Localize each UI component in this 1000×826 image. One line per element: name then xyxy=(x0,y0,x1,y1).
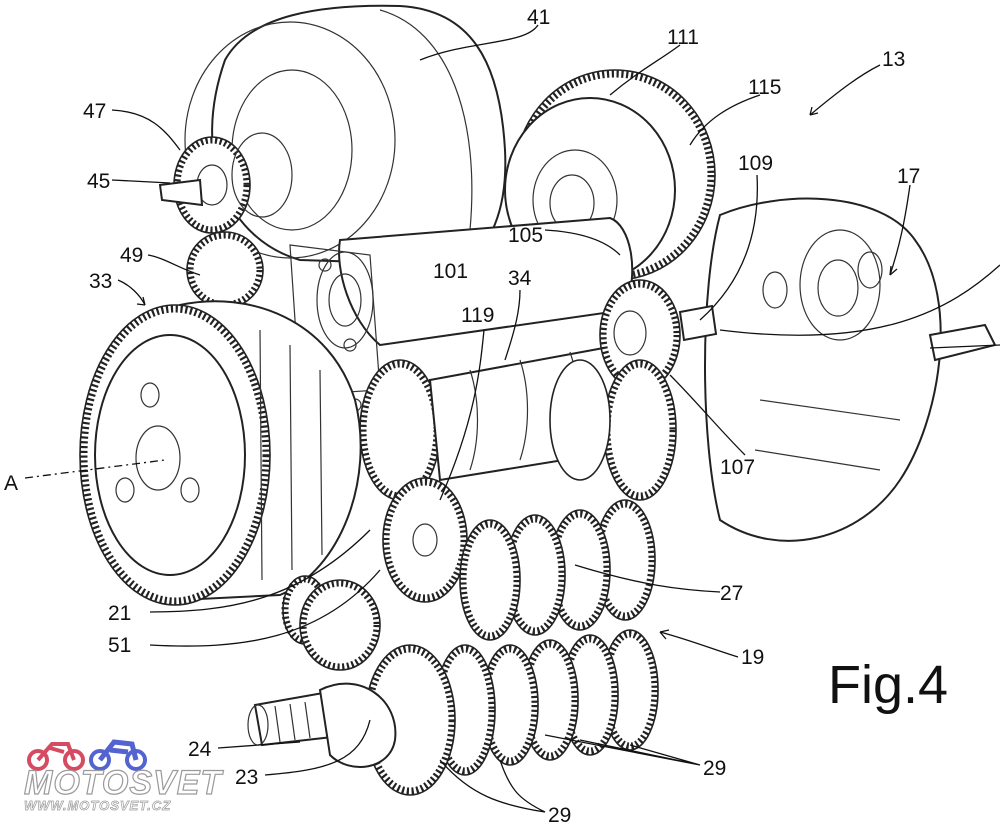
label-119: 119 xyxy=(461,304,494,327)
part-33-clutch xyxy=(79,300,362,645)
label-23: 23 xyxy=(235,766,258,789)
label-24: 24 xyxy=(188,738,212,761)
label-105: 105 xyxy=(508,224,543,247)
label-101: 101 xyxy=(433,260,468,283)
label-29-bottom: 29 xyxy=(548,804,571,826)
label-109: 109 xyxy=(738,152,773,175)
gearbox-shafts xyxy=(299,499,659,796)
leader-lines xyxy=(24,24,1000,813)
label-34: 34 xyxy=(508,267,532,290)
figure-caption: Fig.4 xyxy=(828,655,948,715)
label-49: 49 xyxy=(120,244,143,267)
label-29-right: 29 xyxy=(703,757,726,780)
label-51: 51 xyxy=(108,634,131,657)
part-101-housing xyxy=(289,216,634,412)
label-13: 13 xyxy=(882,48,905,71)
watermark-logo: MOTOSVET WWW.MOTOSVET.CZ xyxy=(18,730,248,820)
part-41-rotor-drum xyxy=(184,4,507,267)
label-47: 47 xyxy=(83,100,106,123)
label-17: 17 xyxy=(897,165,920,188)
part-17-crankshaft xyxy=(704,197,997,542)
label-33: 33 xyxy=(89,270,112,293)
label-41: 41 xyxy=(527,6,550,29)
label-19: 19 xyxy=(741,646,764,669)
label-111: 111 xyxy=(667,26,699,49)
label-115: 115 xyxy=(748,76,781,99)
gear-train xyxy=(359,279,718,603)
motorbike-icon xyxy=(27,739,147,771)
label-45: 45 xyxy=(87,170,110,193)
label-27: 27 xyxy=(720,582,743,605)
part-24-output-shaft xyxy=(247,682,397,768)
label-A: A xyxy=(4,472,18,495)
label-107: 107 xyxy=(720,456,755,479)
part-47-gear xyxy=(158,132,293,309)
label-21: 21 xyxy=(108,602,131,625)
watermark-url: WWW.MOTOSVET.CZ xyxy=(24,798,172,814)
watermark-brand: MOTOSVET xyxy=(23,763,223,802)
reference-labels: 41 111 13 115 47 45 109 17 105 101 34 49… xyxy=(4,6,948,826)
